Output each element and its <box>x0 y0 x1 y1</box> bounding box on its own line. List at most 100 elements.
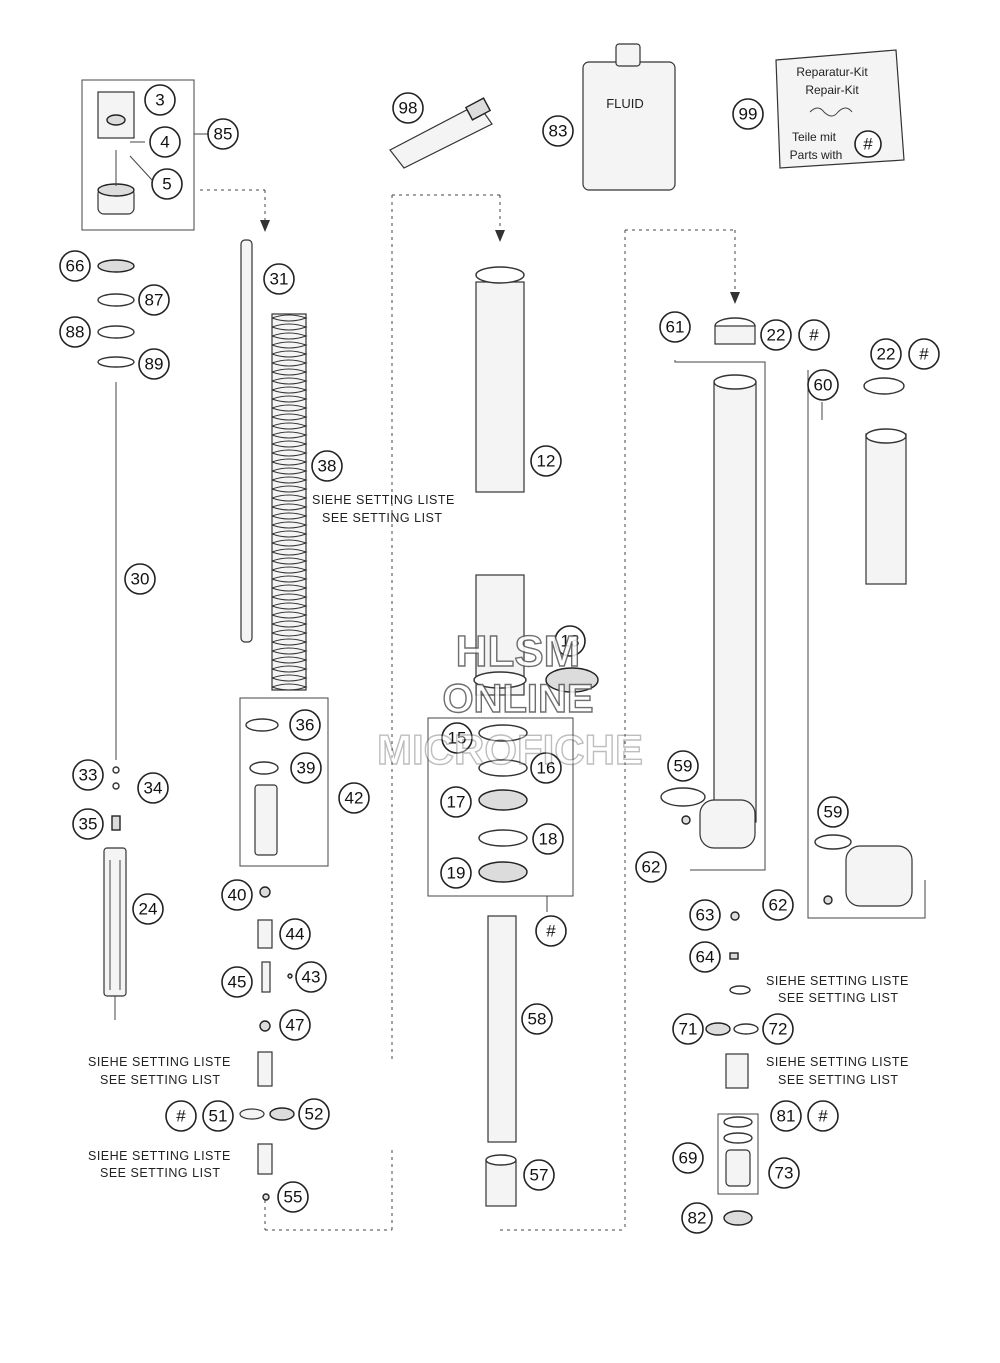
svg-text:87: 87 <box>145 291 164 310</box>
watermark-line-2: ONLINE <box>442 677 593 721</box>
spring-coil <box>271 404 308 412</box>
callout-40: 40 <box>221 879 253 911</box>
callout-98: 98 <box>392 92 424 124</box>
note-setting-en: SEE SETTING LIST <box>100 1166 221 1180</box>
spring-coil <box>271 611 308 619</box>
svg-text:31: 31 <box>270 270 289 289</box>
svg-text:72: 72 <box>769 1020 788 1039</box>
svg-text:33: 33 <box>79 766 98 785</box>
note-setting-en: SEE SETTING LIST <box>322 511 443 525</box>
svg-text:5: 5 <box>162 175 171 194</box>
svg-text:22: 22 <box>767 326 786 345</box>
svg-text:58: 58 <box>528 1010 547 1029</box>
spring-coil <box>271 485 308 493</box>
callout-60: 60 <box>807 369 839 401</box>
svg-text:60: 60 <box>814 376 833 395</box>
spring-coil <box>271 656 308 664</box>
callout-81: 81 <box>770 1100 802 1132</box>
svg-text:64: 64 <box>696 948 715 967</box>
callout-69: 69 <box>672 1142 704 1174</box>
kit-line-1: Reparatur-Kit <box>796 65 868 79</box>
setting-note-3: SIEHE SETTING LISTE SEE SETTING LIST <box>88 1149 230 1180</box>
spring-coil <box>271 422 308 430</box>
callout-82: 82 <box>681 1202 713 1234</box>
spring-coil <box>271 548 308 556</box>
leader-lines <box>81 79 926 1231</box>
spring-coil <box>271 503 308 511</box>
callout-36: 36 <box>289 709 321 741</box>
spring-coil <box>271 593 308 601</box>
svg-text:55: 55 <box>284 1188 303 1207</box>
svg-text:3: 3 <box>155 91 164 110</box>
svg-text:81: 81 <box>777 1107 796 1126</box>
svg-text:34: 34 <box>144 779 163 798</box>
callout-42: 42 <box>338 782 370 814</box>
spring-coil <box>271 665 308 673</box>
callout-62-right: 62 <box>762 889 794 921</box>
callout-66: 66 <box>59 250 91 282</box>
callout-30: 30 <box>124 563 156 595</box>
spring-coil <box>271 359 308 367</box>
callout-43: 43 <box>295 961 327 993</box>
callout-61: 61 <box>659 311 691 343</box>
svg-text:59: 59 <box>674 757 693 776</box>
svg-text:13: 13 <box>561 632 580 651</box>
svg-text:40: 40 <box>228 886 247 905</box>
spring-coil <box>271 629 308 637</box>
spring-coil <box>271 521 308 529</box>
callout-15: 15 <box>441 722 473 754</box>
watermark-line-1: HLSM <box>456 627 581 676</box>
spring-coil <box>271 575 308 583</box>
spring-coil <box>271 377 308 385</box>
callout-59-right: 59 <box>817 796 849 828</box>
callouts: 3 4 5 85 66 87 88 89 30 31 38 33 34 35 2… <box>59 84 940 1234</box>
callout-58: 58 <box>521 1003 553 1035</box>
spring-coil <box>271 683 308 691</box>
callout-85: 85 <box>207 118 239 150</box>
spring-coil <box>271 467 308 475</box>
callout-4: 4 <box>149 126 181 158</box>
svg-text:19: 19 <box>447 864 466 883</box>
callout-59-left: 59 <box>667 750 699 782</box>
spring-coil <box>271 449 308 457</box>
spring-coil <box>271 566 308 574</box>
svg-text:24: 24 <box>139 900 158 919</box>
svg-text:4: 4 <box>160 133 169 152</box>
note-setting-en: SEE SETTING LIST <box>100 1073 221 1087</box>
callout-34: 34 <box>137 772 169 804</box>
svg-text:44: 44 <box>286 925 305 944</box>
spring-coil <box>271 557 308 565</box>
svg-text:#: # <box>919 345 929 364</box>
svg-text:63: 63 <box>696 906 715 925</box>
note-setting-de: SIEHE SETTING LISTE <box>766 1055 909 1069</box>
svg-text:16: 16 <box>537 759 556 778</box>
callout-51: 51 <box>202 1100 234 1132</box>
svg-text:47: 47 <box>286 1016 305 1035</box>
callout-88: 88 <box>59 316 91 348</box>
note-setting-de: SIEHE SETTING LISTE <box>88 1055 231 1069</box>
spring-coil <box>271 638 308 646</box>
callout-44: 44 <box>279 918 311 950</box>
note-setting-de: SIEHE SETTING LISTE <box>312 493 455 507</box>
callout-89: 89 <box>138 348 170 380</box>
spring-coil <box>271 332 308 340</box>
spring-coil <box>271 368 308 376</box>
callout-71: 71 <box>672 1013 704 1045</box>
spring-coil <box>271 395 308 403</box>
svg-text:#: # <box>176 1107 186 1126</box>
watermark: HLSM ONLINE MICROFICHE <box>376 626 643 773</box>
callout-52: 52 <box>298 1098 330 1130</box>
callout-38: 38 <box>311 450 343 482</box>
spring-coil <box>271 476 308 484</box>
callout-57: 57 <box>523 1159 555 1191</box>
svg-text:43: 43 <box>302 968 321 987</box>
svg-text:#: # <box>863 135 873 154</box>
repair-kit-card: Reparatur-Kit Repair-Kit Teile mit Parts… <box>790 65 869 162</box>
kit-line-3: Teile mit <box>792 130 837 144</box>
callout-24: 24 <box>132 893 164 925</box>
svg-text:69: 69 <box>679 1149 698 1168</box>
note-setting-en: SEE SETTING LIST <box>778 1073 899 1087</box>
callout-hash-2: # <box>535 915 567 947</box>
kit-line-2: Repair-Kit <box>805 83 859 97</box>
spring-coil <box>271 674 308 682</box>
